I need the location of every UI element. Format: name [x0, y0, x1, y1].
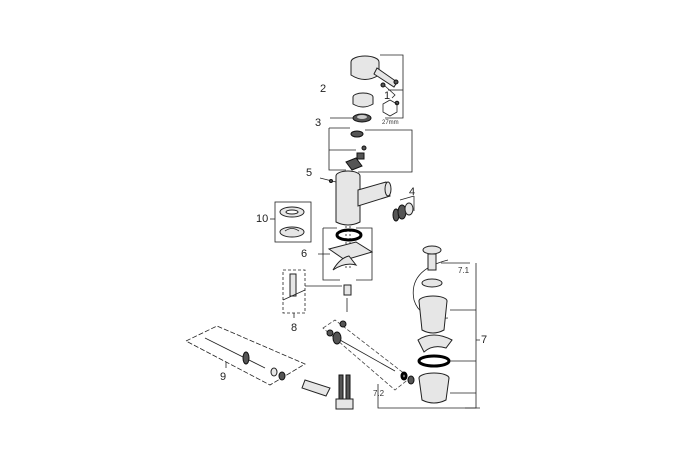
- label-10: 10: [256, 213, 268, 225]
- label-2: 2: [320, 83, 326, 95]
- part-7-2-pop-up-linkage: [322, 319, 480, 409]
- part-4-aerator: [392, 195, 415, 222]
- label-3: 3: [315, 117, 321, 129]
- label-5: 5: [306, 167, 312, 179]
- part-1-lever-handle: [350, 54, 404, 119]
- supply-hoses: [301, 374, 354, 410]
- hex-27mm: 27mm: [382, 99, 399, 126]
- part-6-mounting-set: [318, 227, 374, 312]
- part-8-template: [282, 269, 342, 318]
- part-3-cartridge: [328, 127, 413, 173]
- part-10-rosettes: [270, 201, 312, 243]
- label-6: 6: [301, 248, 307, 260]
- label-9: 9: [220, 371, 226, 383]
- part-2-nut: [330, 113, 372, 123]
- label-4: 4: [409, 186, 415, 198]
- label-7-2: 7.2: [373, 389, 385, 398]
- label-8: 8: [291, 322, 297, 334]
- hex-size-label: 27mm: [382, 120, 399, 126]
- label-7: 7: [481, 334, 487, 346]
- label-7-1: 7.1: [458, 266, 470, 275]
- label-1: 1: [384, 90, 390, 102]
- part-1-cap: [352, 92, 374, 108]
- part-9-pop-up-rod: [185, 325, 306, 386]
- part-5-mixer-body: [319, 170, 392, 268]
- part-7-waste-assembly: [412, 245, 480, 409]
